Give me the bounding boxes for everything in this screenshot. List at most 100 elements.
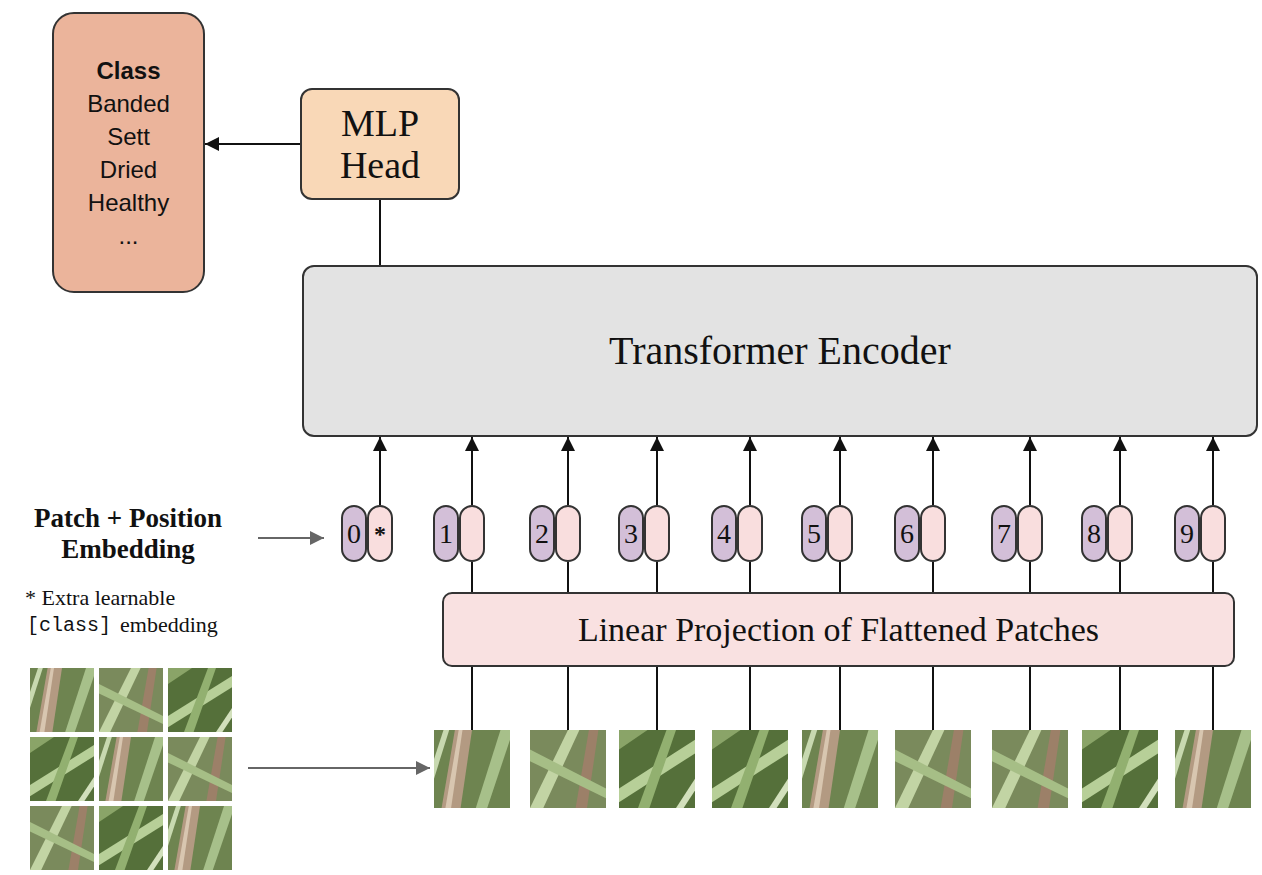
class-output-box: ClassBandedSettDriedHealthy... <box>52 12 205 293</box>
connector <box>1029 437 1031 505</box>
connector <box>749 437 751 505</box>
connector <box>379 437 381 505</box>
patch-wires <box>472 667 1213 730</box>
image-patch <box>802 730 878 808</box>
connector <box>567 437 569 505</box>
patch-wire <box>1119 667 1121 730</box>
position-embedding-pill: 4 <box>711 505 737 562</box>
patch-embedding-pill <box>555 505 581 562</box>
position-number: 4 <box>717 519 731 549</box>
position-embedding-pill: 0 <box>341 505 367 562</box>
patch-wire <box>471 667 473 730</box>
embedding-token: 8 <box>1081 505 1133 562</box>
connector <box>1119 437 1121 505</box>
patch-embedding-pill <box>1107 505 1133 562</box>
patch-embedding-pill <box>737 505 763 562</box>
connector <box>1212 437 1214 505</box>
class-name: ... <box>118 219 138 252</box>
image-tile <box>168 668 232 732</box>
patch-wire <box>932 667 934 730</box>
patch-wire <box>567 667 569 730</box>
image-tile <box>30 806 94 870</box>
patch-embedding-pill: * <box>367 505 393 562</box>
mlp-head-box: MLP Head <box>300 88 460 200</box>
patch-embedding-pill <box>644 505 670 562</box>
position-embedding-pill: 1 <box>433 505 459 562</box>
box-title: Transformer Encoder <box>609 328 951 374</box>
box-title: Linear Projection of Flattened Patches <box>578 610 1099 650</box>
image-tile <box>168 737 232 801</box>
image-patch <box>992 730 1068 808</box>
position-embedding-pill: 9 <box>1174 505 1200 562</box>
connector <box>839 562 841 592</box>
connector <box>205 143 300 145</box>
patch-embedding-pill <box>827 505 853 562</box>
patch-wire <box>1212 667 1214 730</box>
embedding-token: 0* <box>341 505 393 562</box>
embedding-token: 1 <box>433 505 485 562</box>
image-patch <box>895 730 971 808</box>
patch-embedding-pill <box>1200 505 1226 562</box>
embedding-token: 2 <box>529 505 581 562</box>
class-name: Sett <box>107 120 150 153</box>
position-embedding-pill: 3 <box>618 505 644 562</box>
callout-title: Patch + Position Embedding <box>6 503 250 565</box>
connector <box>656 437 658 505</box>
patch-wire <box>656 667 658 730</box>
leader-arrow <box>258 537 324 539</box>
position-embedding-pill: 2 <box>529 505 555 562</box>
patch-sequence <box>434 730 1251 808</box>
position-number: 3 <box>624 519 638 549</box>
connector <box>1212 562 1214 592</box>
class-heading: Class <box>96 54 160 87</box>
projection-box: Linear Projection of Flattened Patches <box>442 592 1235 667</box>
image-tile <box>168 806 232 870</box>
class-name: Dried <box>100 153 157 186</box>
class-name: Banded <box>87 87 170 120</box>
connector <box>1119 562 1121 592</box>
position-number: 1 <box>439 519 453 549</box>
patch-embedding-pill <box>1017 505 1043 562</box>
patch-wire <box>1029 667 1031 730</box>
image-tile <box>30 668 94 732</box>
position-number: 6 <box>900 519 914 549</box>
connector <box>1029 562 1031 592</box>
connector <box>749 562 751 592</box>
position-embedding-pill: 7 <box>991 505 1017 562</box>
class-name: Healthy <box>88 186 169 219</box>
patch-embedding-pill <box>920 505 946 562</box>
position-number: 5 <box>807 519 821 549</box>
embedding-token: 7 <box>991 505 1043 562</box>
flatten-arrow <box>248 767 430 769</box>
patch-embedding-pill <box>459 505 485 562</box>
position-number: 8 <box>1087 519 1101 549</box>
image-tile <box>99 737 163 801</box>
image-tile <box>30 737 94 801</box>
connector <box>932 437 934 505</box>
embedding-token: 5 <box>801 505 853 562</box>
connector <box>932 562 934 592</box>
position-embedding-pill: 5 <box>801 505 827 562</box>
connector <box>567 562 569 592</box>
patch-wire <box>749 667 751 730</box>
image-patch <box>619 730 695 808</box>
image-patch <box>434 730 510 808</box>
footnote-code: [class] <box>27 613 111 639</box>
connector <box>471 437 473 505</box>
class-token-mark: * <box>374 519 386 549</box>
image-patch <box>530 730 606 808</box>
connector <box>839 437 841 505</box>
image-tile <box>99 668 163 732</box>
box-title: MLP Head <box>340 102 420 186</box>
position-embedding-pill: 6 <box>894 505 920 562</box>
image-patch <box>712 730 788 808</box>
position-embedding-pill: 8 <box>1081 505 1107 562</box>
position-number: 2 <box>535 519 549 549</box>
embedding-token: 3 <box>618 505 670 562</box>
image-patch <box>1175 730 1251 808</box>
connector <box>379 200 381 265</box>
embedding-token: 6 <box>894 505 946 562</box>
embedding-token: 9 <box>1174 505 1226 562</box>
position-number: 0 <box>347 519 361 549</box>
encoder-box: Transformer Encoder <box>302 265 1258 437</box>
